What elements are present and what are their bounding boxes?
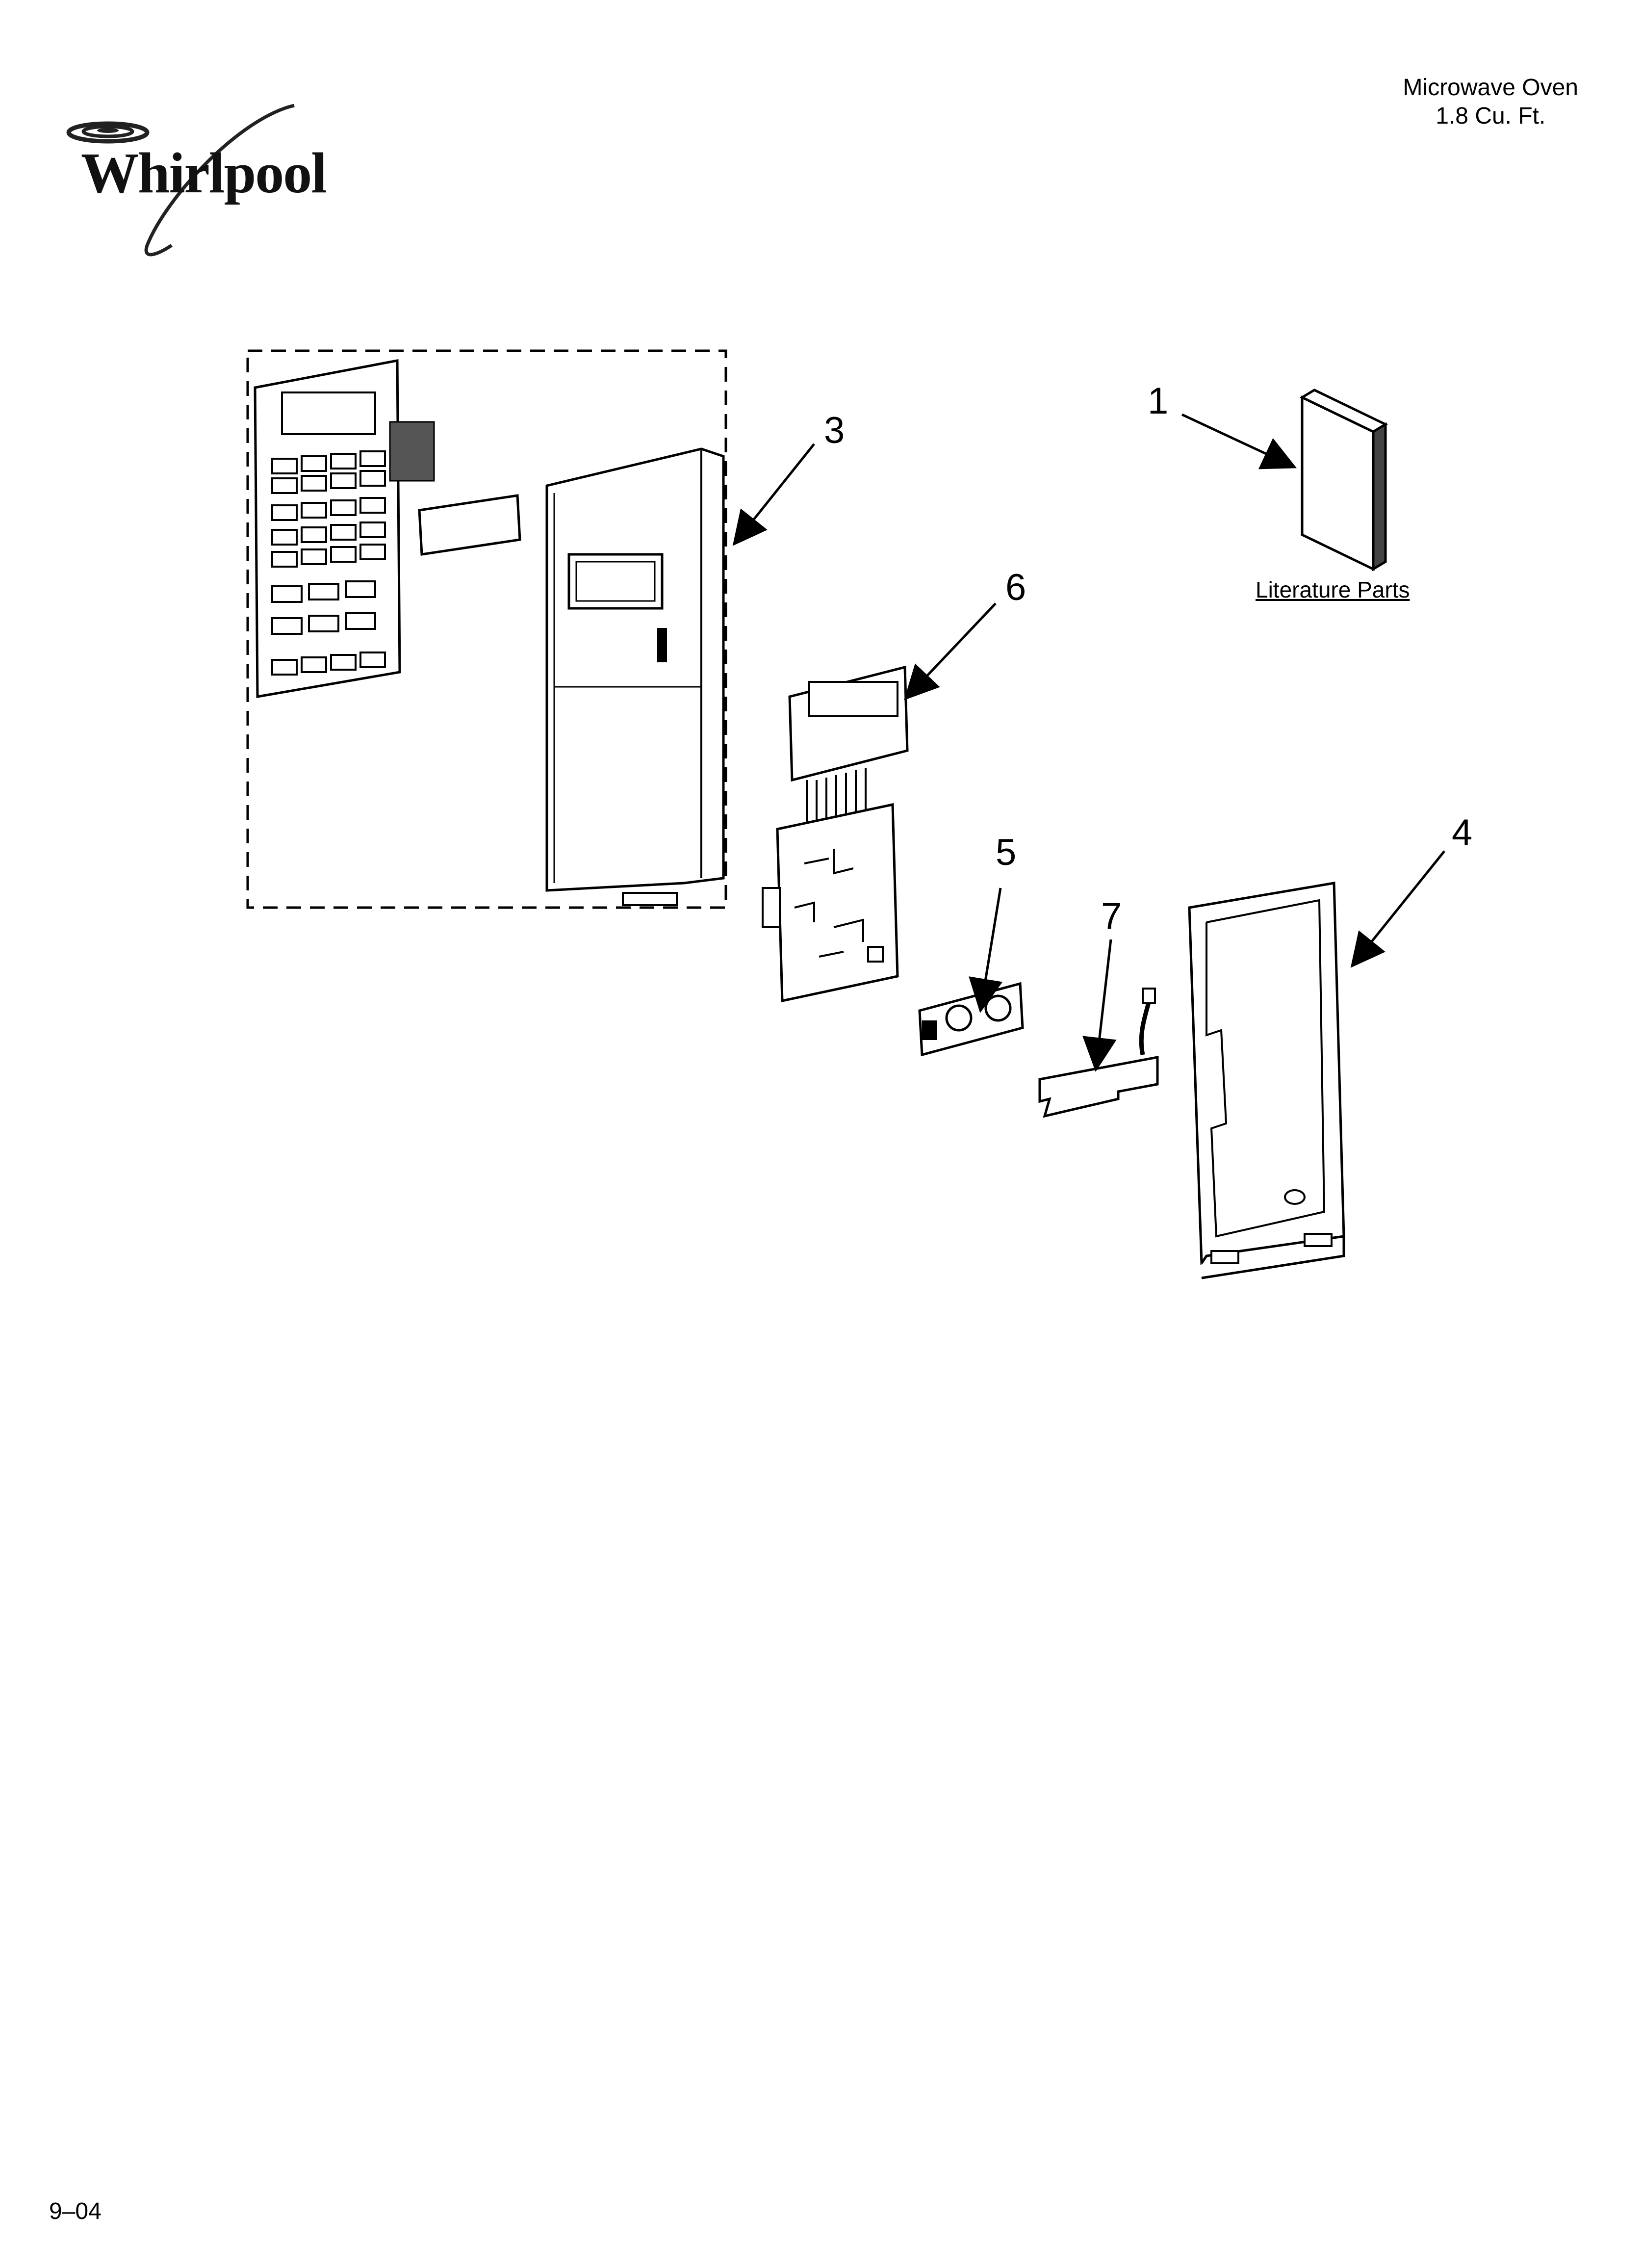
whirlpool-logo: Whirlpool <box>54 98 348 260</box>
model-header: Microwave Oven 1.8 Cu. Ft. <box>1403 74 1578 130</box>
sensor-board <box>1038 988 1159 1118</box>
callout-4: 4 <box>1452 812 1473 854</box>
callout-3: 3 <box>824 410 845 451</box>
literature-parts-book <box>1299 389 1388 572</box>
product-title: Microwave Oven <box>1403 75 1578 101</box>
logo-swirl-icon <box>66 104 295 257</box>
leader-arrow-6 <box>904 602 997 701</box>
door-switch-holder <box>918 982 1024 1057</box>
logo-wordmark: Whirlpool <box>81 141 327 205</box>
control-panel-assembly-box <box>246 349 727 909</box>
callout-5: 5 <box>996 832 1017 873</box>
callout-6: 6 <box>1005 567 1026 608</box>
leader-arrows <box>732 413 1445 1072</box>
leader-arrow-1 <box>1181 413 1297 469</box>
display-board <box>788 665 909 829</box>
control-panel-bracket <box>1188 882 1345 1279</box>
callout-7: 7 <box>1101 895 1122 937</box>
leader-arrow-3 <box>732 443 815 546</box>
callout-1: 1 <box>1148 380 1169 422</box>
control-panel-frame <box>545 447 725 906</box>
display-window <box>418 494 521 556</box>
literature-parts-label: Literature Parts <box>1256 577 1410 602</box>
product-capacity: 1.8 Cu. Ft. <box>1436 103 1546 129</box>
date-code: 9–04 <box>49 2198 102 2224</box>
leader-arrow-7 <box>1082 939 1117 1072</box>
leader-arrow-4 <box>1350 850 1445 968</box>
keypad-membrane <box>254 359 435 698</box>
leader-arrow-5 <box>969 887 1003 1013</box>
main-control-board <box>762 803 899 1003</box>
